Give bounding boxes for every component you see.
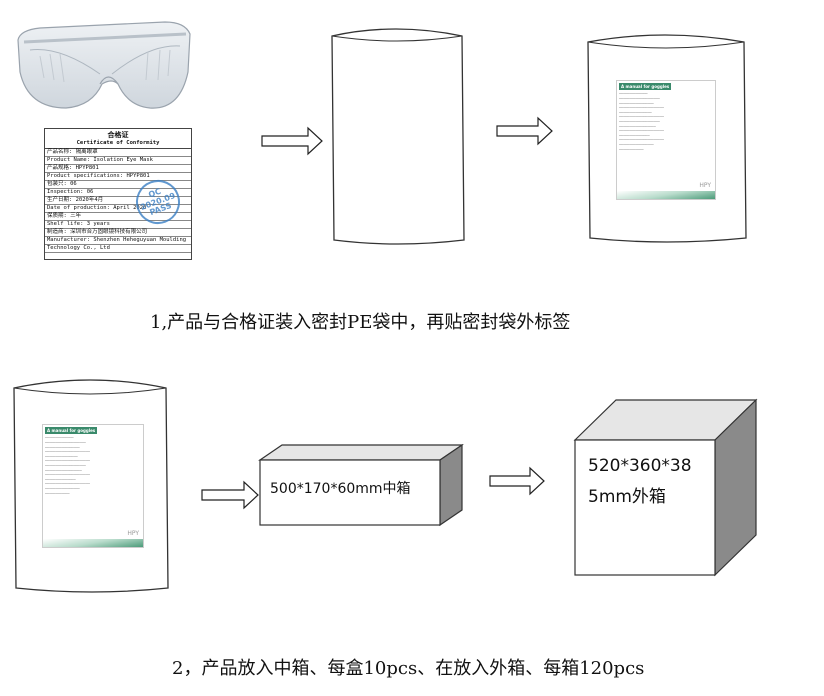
certificate-row: Shelf life: 3 years — [45, 221, 191, 230]
bag-manual-label: A manual for goggles ───────────────────… — [616, 80, 716, 200]
certificate-row: 产品规格: HPYP801 — [45, 165, 191, 174]
step1-caption: 1,产品与合格证装入密封PE袋中，再贴密封袋外标签 — [150, 312, 571, 333]
certificate-row: 生产日期: 2020年4月 — [45, 197, 191, 206]
arrow-right-icon — [201, 480, 259, 510]
bag-manual-label: A manual for goggles ───────────────────… — [42, 424, 144, 548]
certificate-row: Date of production: April 2020 — [45, 205, 191, 214]
label-title: A manual for goggles — [45, 427, 98, 435]
certificate-row: Product specifications: HPYP801 — [45, 173, 191, 182]
label-title: A manual for goggles — [619, 83, 672, 91]
certificate-title-cn: 合格证 — [107, 131, 129, 139]
label-brand: HPY — [127, 529, 139, 537]
certificate-row: 保质期: 三年 — [45, 213, 191, 222]
middle-box — [258, 443, 464, 527]
arrow-right-icon — [489, 466, 545, 496]
certificate-of-conformity: 合格证 Certificate of Conformity 产品名称: 隔离眼罩… — [44, 128, 192, 260]
certificate-row: Manufacturer: Shenzhen Heheguyuan Mouldi… — [45, 237, 191, 246]
certificate-row: Inspection: 06 — [45, 189, 191, 198]
empty-pe-bag — [331, 28, 465, 245]
arrow-right-icon — [261, 126, 323, 156]
middle-box-label: 500*170*60mm中箱 — [270, 481, 411, 497]
certificate-title-en: Certificate of Conformity — [45, 140, 191, 149]
label-brand: HPY — [699, 181, 711, 189]
certificate-row: 产品名称: 隔离眼罩 — [45, 149, 191, 158]
certificate-row: 包装只: 06 — [45, 181, 191, 190]
outer-box — [573, 398, 758, 577]
outer-box-label-line2: 5mm外箱 — [588, 487, 666, 507]
step2-caption: 2，产品放入中箱、每盒10pcs、在放入外箱、每箱120pcs — [172, 658, 645, 679]
certificate-row: Technology Co., Ltd — [45, 245, 191, 254]
outer-box-label-line1: 520*360*38 — [588, 456, 692, 476]
safety-goggles-image — [17, 21, 191, 109]
certificate-row: 制造商: 深圳市合万固眼镜科技有限公司 — [45, 229, 191, 238]
certificate-row: Product Name: Isolation Eye Mask — [45, 157, 191, 166]
arrow-right-icon — [496, 116, 553, 146]
